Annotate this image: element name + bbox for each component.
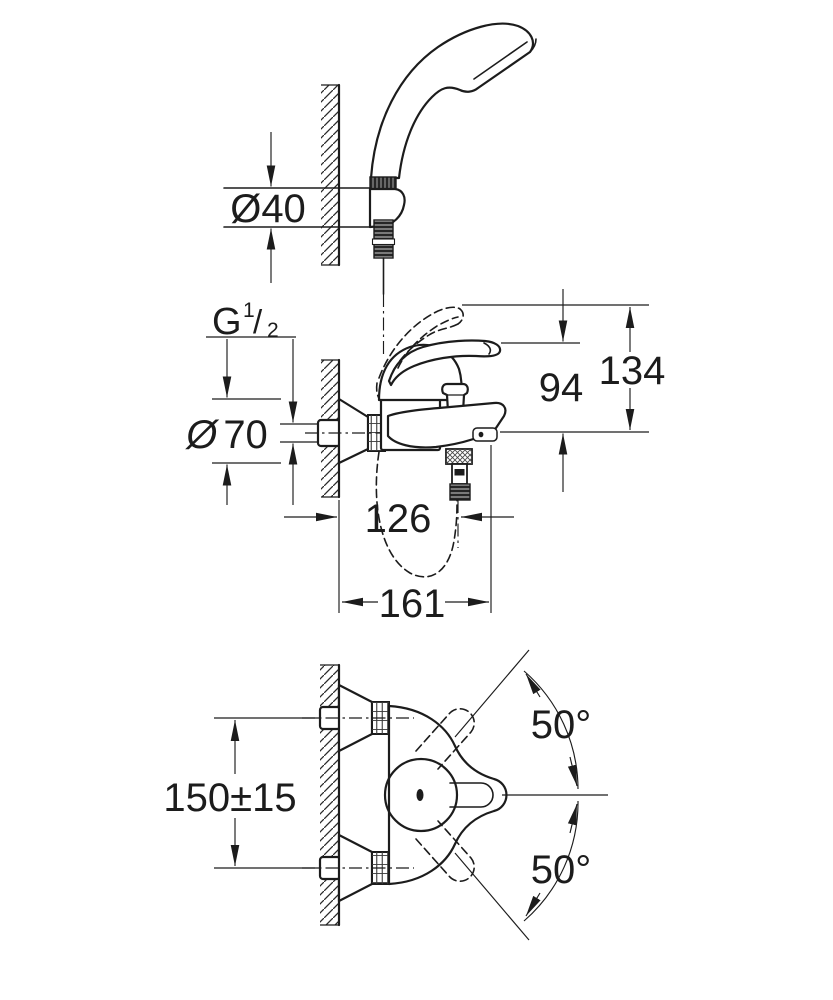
dim-projection-126: 126 <box>284 497 514 541</box>
thread-denominator: 2 <box>267 319 279 342</box>
dim-height-94: 94 <box>501 289 583 492</box>
arrow-up <box>567 803 578 834</box>
spray-face-line <box>473 41 528 80</box>
mixer-front-view: 50° 50° 150±15 <box>163 649 608 941</box>
shower-head-tip-edge <box>529 38 537 53</box>
lever-handle-phantom-raised <box>375 306 464 401</box>
dim-label-161: 161 <box>379 582 446 626</box>
dim-swing-down-50: 50° <box>454 800 592 941</box>
hose-loop-phantom <box>375 451 458 578</box>
arrow-down <box>567 756 578 787</box>
dim-height-134: 134 <box>462 304 666 433</box>
dim-thread-g-half: G 1 / 2 <box>206 299 319 505</box>
wall-hatching <box>320 665 339 925</box>
dim-projection-161: 161 <box>338 445 492 626</box>
dim-label-swing-down: 50° <box>531 848 592 892</box>
dim-label-150: 150±15 <box>163 776 296 820</box>
lever-inner-line <box>449 782 494 808</box>
lever-handle <box>387 339 502 387</box>
swing-up-line <box>454 649 530 738</box>
dim-label-swing-up: 50° <box>531 703 592 747</box>
aerator <box>472 427 498 442</box>
grip-knurl-ring <box>369 176 397 190</box>
lever-phantom-up <box>415 708 475 770</box>
aerator-dot <box>478 431 484 438</box>
dim-label-94: 94 <box>539 366 584 410</box>
dim-label-126: 126 <box>365 497 432 541</box>
dim-holder-diameter-40: Ø40 <box>230 132 306 283</box>
dim-swing-up-50: 50° <box>454 649 592 790</box>
dim-connection-spacing-150: 150±15 <box>163 717 320 869</box>
lever-phantom-down <box>415 820 475 882</box>
escutcheon-cone <box>337 397 370 465</box>
thread-slash: / <box>253 303 263 340</box>
hose-nut-band <box>371 238 396 246</box>
wall-section <box>320 663 341 927</box>
shower-hose-outlet <box>445 448 473 501</box>
hand-shower-holder-view: Ø40 <box>223 22 537 357</box>
thread-numerator: 1 <box>243 299 255 322</box>
arrow-down-left <box>525 892 541 917</box>
lever-indicator-dot <box>416 789 424 801</box>
arrow-up-left <box>525 673 541 698</box>
mixer-body-front <box>387 704 508 886</box>
wall-hatching <box>321 85 339 265</box>
lever-tip-detail <box>483 342 492 355</box>
hand-shower-outline <box>369 22 535 180</box>
dim-label-dia40: Ø40 <box>230 187 306 231</box>
swing-down-line <box>454 852 530 941</box>
thread-letter: G <box>212 301 242 343</box>
cartridge-dome-front <box>383 757 459 833</box>
dim-label-134: 134 <box>599 349 666 393</box>
wall-section <box>321 83 341 267</box>
